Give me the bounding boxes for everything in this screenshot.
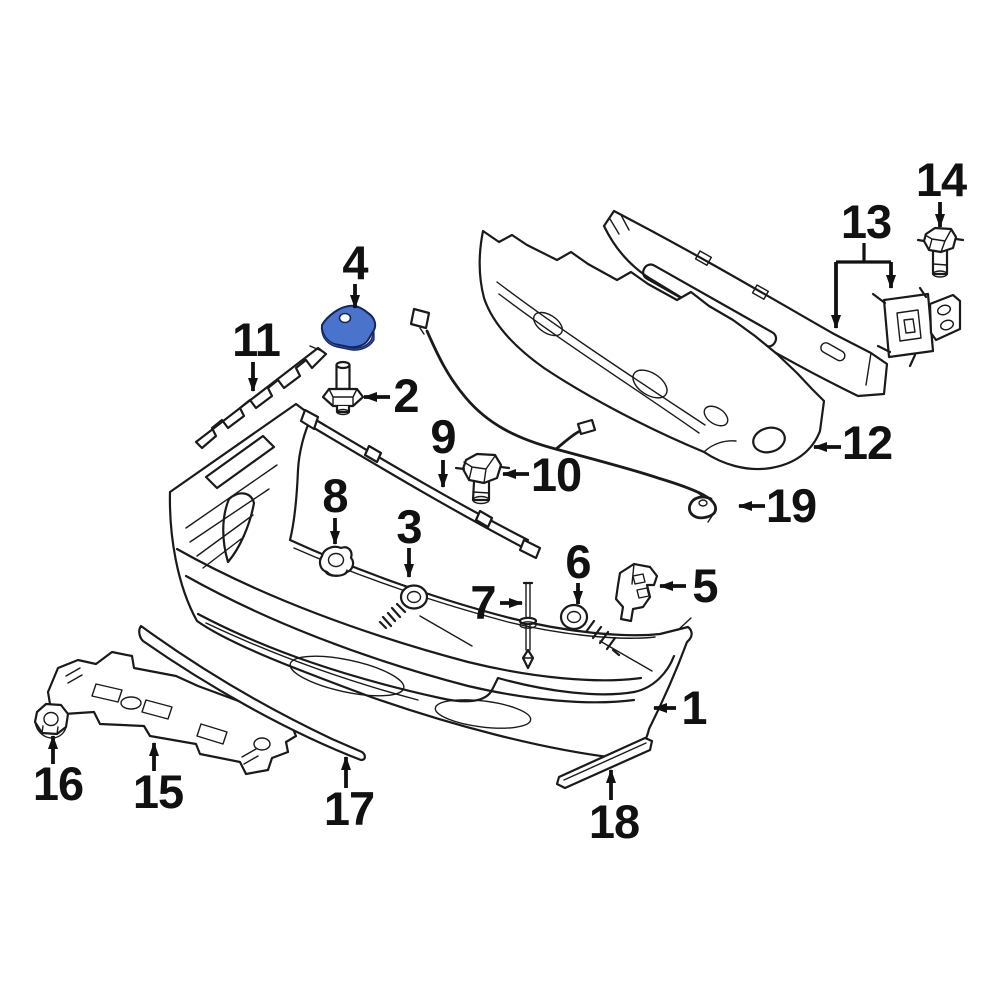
callout-2: 2 [363, 369, 420, 422]
callout-7: 7 [470, 576, 523, 629]
part-16-nut [33, 702, 70, 739]
callout-1: 1 [653, 681, 708, 734]
part-5-bracket [614, 562, 659, 623]
part-4-clip-highlighted [309, 304, 377, 353]
callout-8: 8 [322, 469, 349, 545]
callout-label-14: 14 [916, 153, 967, 206]
part-3-screw [378, 584, 473, 647]
callout-10: 10 [502, 448, 582, 501]
callout-label-10: 10 [531, 448, 581, 501]
callout-label-3: 3 [396, 500, 421, 553]
part-1-bumper-cover [168, 402, 693, 760]
callout-4: 4 [342, 236, 369, 309]
part-10-bolt [454, 452, 511, 505]
callout-19: 19 [738, 479, 817, 532]
callout-3: 3 [396, 500, 423, 578]
part-2-stud-bolt [321, 360, 365, 416]
part-8-grommet [318, 545, 355, 577]
callout-label-17: 17 [324, 782, 374, 835]
part-9-stiffener-strip [299, 408, 542, 560]
callout-5: 5 [659, 559, 719, 612]
callout-label-18: 18 [589, 795, 639, 848]
callout-label-11: 11 [232, 313, 280, 366]
callout-15: 15 [133, 742, 184, 818]
callout-label-9: 9 [430, 410, 455, 463]
callout-6: 6 [565, 535, 592, 605]
callout-label-16: 16 [33, 757, 83, 810]
callout-label-6: 6 [565, 535, 590, 588]
callout-label-8: 8 [322, 469, 347, 522]
part-14-bolt [916, 226, 965, 278]
callout-11: 11 [232, 313, 281, 392]
part-7-push-pin [518, 581, 538, 670]
callout-13: 13 [831, 195, 896, 329]
callout-label-15: 15 [133, 765, 183, 818]
part-13-mounting-bracket [871, 286, 962, 368]
part-18-molding-strip [555, 736, 654, 790]
part-12-energy-absorber [478, 229, 826, 471]
callout-label-7: 7 [470, 576, 495, 629]
part-19-wire-harness [409, 307, 718, 523]
part-15-lower-bracket [46, 650, 298, 776]
callout-label-2: 2 [393, 369, 418, 422]
callout-label-12: 12 [842, 416, 892, 469]
callout-label-5: 5 [692, 559, 717, 612]
part-6-screw [559, 603, 653, 672]
callout-label-19: 19 [766, 479, 816, 532]
callout-16: 16 [33, 735, 84, 810]
callout-17: 17 [324, 756, 375, 835]
callout-14: 14 [916, 153, 968, 228]
callout-12: 12 [813, 416, 893, 469]
callout-label-13: 13 [841, 195, 891, 248]
callout-bracket-line [836, 243, 891, 264]
callout-9: 9 [430, 410, 457, 488]
callout-label-4: 4 [342, 236, 368, 289]
part-11-side-rail [194, 346, 328, 450]
part-17-lower-strip [138, 624, 366, 762]
callout-18: 18 [589, 769, 640, 848]
callout-label-1: 1 [681, 681, 706, 734]
